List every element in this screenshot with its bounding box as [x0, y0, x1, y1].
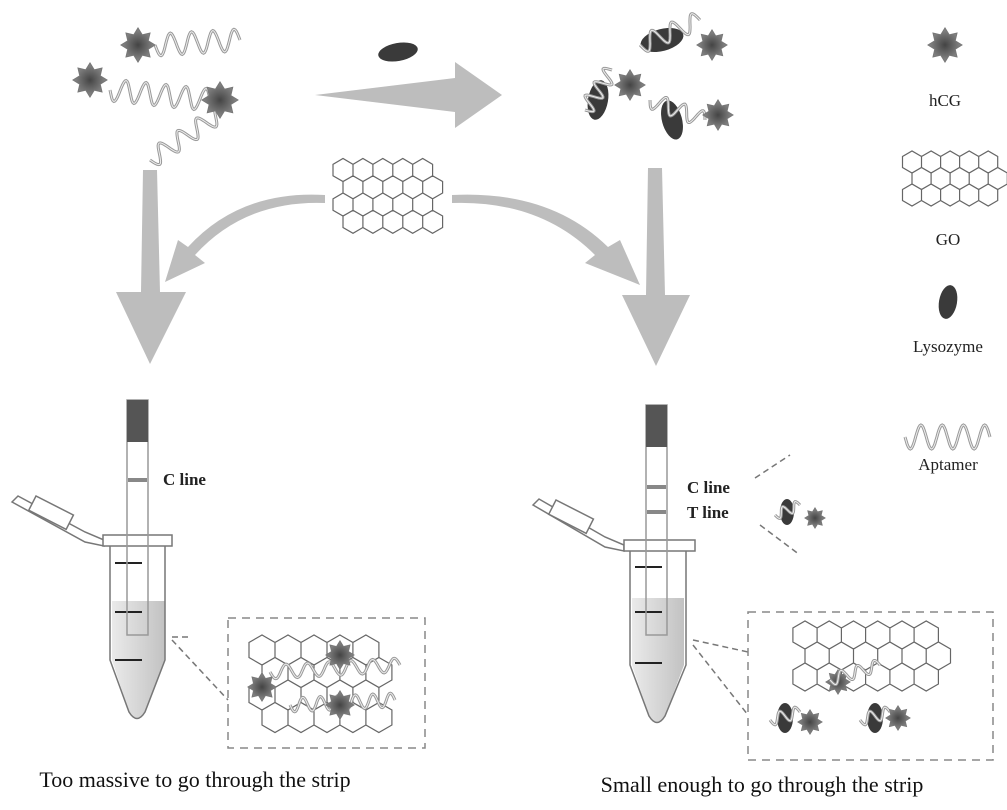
legend-lysozyme-label: Lysozyme: [913, 337, 983, 356]
curved-arrow-right: [452, 194, 640, 285]
right-caption: Small enough to go through the strip: [601, 772, 924, 797]
c-line-band: [647, 485, 666, 489]
horizontal-arrow: [315, 62, 502, 128]
hcg-star-icon: [696, 29, 728, 61]
aptamer-icon: [269, 657, 401, 680]
zoom-box-left: [227, 617, 426, 749]
hcg-star-icon: [201, 81, 239, 119]
right-t-line-label: T line: [687, 503, 729, 522]
hcg-star-icon: [247, 672, 277, 702]
aptamer-icon: [774, 501, 801, 519]
left-tube: [10, 399, 426, 749]
hcg-star-icon: [325, 640, 355, 670]
hcg-star-icon: [72, 62, 108, 98]
zoom-box-right: [747, 611, 994, 761]
aptamer-icon: [154, 28, 241, 57]
strip-pad: [646, 405, 667, 447]
t-line-band: [647, 510, 666, 514]
hcg-star-icon: [325, 690, 355, 720]
lysozyme-icon: [378, 42, 418, 62]
hcg-star-icon: [702, 99, 734, 131]
aptamer-icon: [769, 706, 801, 726]
right-tube: [531, 404, 994, 761]
aptamer-icon: [109, 80, 211, 110]
left-down-arrow: [116, 170, 186, 364]
legend-aptamer-label: Aptamer: [918, 455, 978, 474]
lysozyme-icon: [938, 285, 958, 319]
hcg-star-icon: [797, 709, 823, 735]
aptamer-icon: [829, 660, 881, 685]
right-down-arrow: [622, 168, 690, 366]
aptamer-icon: [639, 13, 701, 52]
hcg-star-icon: [927, 27, 963, 63]
aptamer-icon: [584, 67, 613, 113]
left-c-line-label: C line: [163, 470, 206, 489]
left-caption: Too massive to go through the strip: [39, 767, 350, 792]
legend-hcg-label: hCG: [929, 91, 961, 110]
right-c-line-label: C line: [687, 478, 730, 497]
aptamer-icon: [149, 104, 226, 166]
hcg-star-icon: [804, 507, 826, 529]
hcg-star-icon: [614, 69, 646, 101]
aptamer-icon: [904, 424, 991, 450]
c-line-band: [128, 478, 147, 482]
aptamer-icon: [859, 706, 891, 726]
go-sheet-icon: [792, 620, 952, 692]
hcg-star-icon: [120, 27, 156, 63]
liquid: [632, 598, 684, 723]
go-sheet-icon: [332, 157, 444, 234]
aptamer-icon: [649, 97, 706, 123]
curved-arrow-left: [165, 194, 325, 282]
strip-pad: [127, 400, 148, 442]
arrows: [116, 62, 690, 366]
legend-go-label: GO: [936, 230, 961, 249]
hcg-star-icon: [885, 705, 911, 731]
go-sheet-icon: [901, 150, 1007, 207]
